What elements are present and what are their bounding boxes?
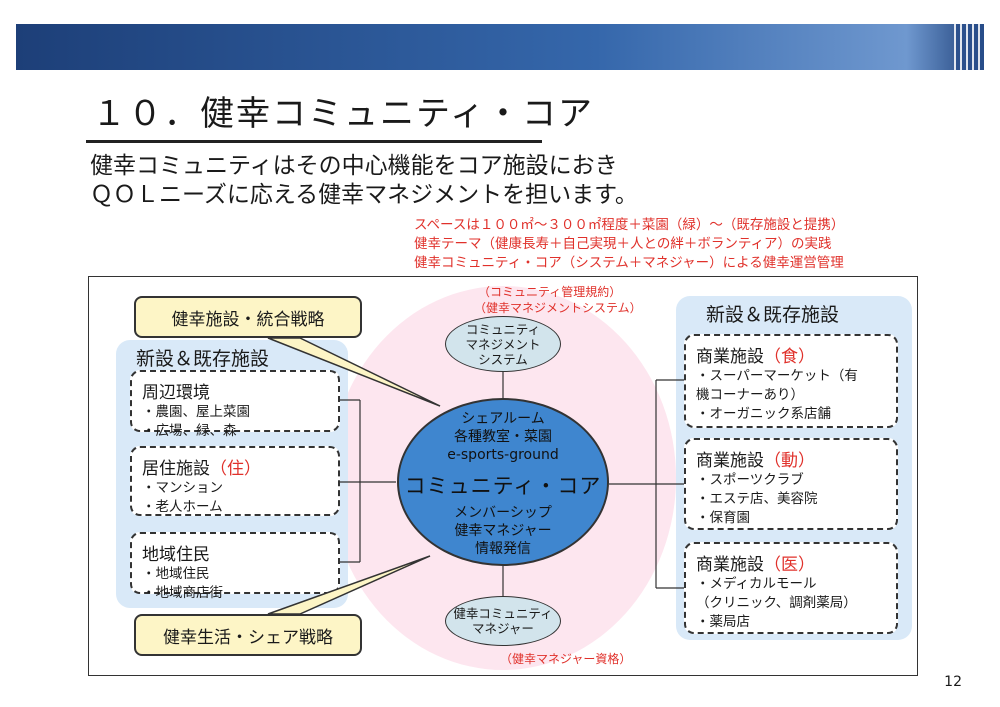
box-tag: （食） (764, 347, 815, 367)
intro-line: 健幸コミュニティはその中心機能をコア施設におき (90, 153, 618, 179)
box-item: ・マンション (142, 480, 223, 496)
right-bracket (609, 379, 684, 589)
notes: スペースは１００㎡～３００㎡程度＋菜園（緑）～（既存施設と提携） 健幸テーマ（健… (414, 216, 844, 273)
note-line: スペースは１００㎡～３００㎡程度＋菜園（緑）～（既存施設と提携） (414, 217, 845, 233)
box-item: ・エステ店、美容院 (696, 491, 818, 507)
box-title: 周辺環境 (142, 383, 210, 403)
box-title: 居住施設 (142, 459, 210, 479)
ellipse-line: 健幸コミュニティ (453, 606, 553, 621)
box-item: ・地域商店街 (142, 585, 223, 601)
note-line: 健幸コミュニティ・コア（システム＋マネジャー）による健幸運営管理 (414, 255, 844, 271)
box-tag: （医） (764, 555, 815, 575)
callout-pointer-bottom (267, 555, 431, 615)
core-line: e-sports-ground (447, 447, 559, 463)
left-bracket (340, 399, 396, 563)
commercial-box-food: 商業施設（食） ・スーパーマーケット（有 機コーナーあり） ・オーガニック系店舗 (684, 334, 898, 428)
box-item: ・薬局店 (696, 614, 750, 630)
box-title: 商業施設 (696, 555, 764, 575)
box-item: ・オーガニック系店舗 (696, 406, 831, 422)
management-system-ellipse: コミュニティ マネジメント システム (445, 316, 561, 372)
box-item: ・老人ホーム (142, 499, 223, 515)
top-label-system: （健幸マネジメントシステム） (474, 301, 642, 315)
box-item: ・広場、緑、森 (142, 423, 237, 439)
commercial-box-activity: 商業施設（動） ・スポーツクラブ ・エステ店、美容院 ・保育園 (684, 438, 898, 530)
facility-box-residential: 居住施設（住） ・マンション ・老人ホーム (130, 446, 340, 516)
box-item: ・スーパーマーケット（有 (696, 368, 858, 384)
box-item: ・保育園 (696, 510, 750, 526)
box-item: 機コーナーあり） (696, 387, 804, 403)
core-upper-text: シェアルーム 各種教室・菜園 e-sports-ground (397, 410, 609, 464)
intro-text: 健幸コミュニティはその中心機能をコア施設におき ＱＯＬニーズに応える健幸マネジメ… (90, 152, 638, 210)
facility-box-surroundings: 周辺環境 ・農園、屋上菜園 ・広場、緑、森 (130, 370, 340, 439)
core-main-label: コミュニティ・コア (404, 474, 602, 498)
core-line: シェアルーム (461, 411, 545, 427)
box-tag: （住） (210, 459, 261, 479)
ellipse-line: マネジャー (472, 621, 534, 636)
community-core-ellipse (397, 398, 609, 566)
note-line: 健幸テーマ（健康長寿＋自己実現＋人との絆＋ボランティア）の実践 (414, 236, 832, 252)
ellipse-line: コミュニティ (465, 321, 541, 337)
core-line: 各種教室・菜園 (454, 429, 552, 445)
bottom-label-qualification: （健幸マネジャー資格） (500, 652, 632, 666)
core-line: メンバーシップ (454, 505, 552, 521)
header-banner-stripes (954, 24, 984, 70)
page-number: 12 (944, 674, 962, 690)
strategy-box-facilities: 健幸施設・統合戦略 (134, 296, 362, 338)
strategy-box-sharing: 健幸生活・シェア戦略 (134, 614, 362, 656)
title-underline (86, 140, 542, 143)
commercial-box-medical: 商業施設（医） ・メディカルモール （クリニック、調剤薬局） ・薬局店 (684, 542, 898, 634)
ellipse-line: システム (478, 351, 528, 367)
right-panel-title: 新設＆既存施設 (706, 304, 840, 326)
core-lower-text: メンバーシップ 健幸マネジャー 情報発信 (397, 504, 609, 558)
box-item: ・スポーツクラブ (696, 472, 804, 488)
ellipse-line: マネジメント (465, 336, 541, 352)
box-item: （クリニック、調剤薬局） (696, 595, 857, 611)
page-title: １０．健幸コミュニティ・コア (92, 94, 594, 134)
box-item: ・農園、屋上菜園 (142, 404, 250, 420)
top-label-rules: （コミュニティ管理規約） (478, 285, 622, 299)
box-title: 商業施設 (696, 451, 764, 471)
left-panel-title: 新設＆既存施設 (136, 348, 270, 370)
box-item: ・メディカルモール (696, 576, 817, 592)
header-banner (16, 24, 984, 70)
box-item: ・地域住民 (142, 566, 210, 582)
box-title: 商業施設 (696, 347, 764, 367)
box-tag: （動） (764, 451, 815, 471)
intro-line: ＱＯＬニーズに応える健幸マネジメントを担います。 (90, 182, 638, 208)
core-line: 健幸マネジャー (454, 523, 552, 539)
box-title: 地域住民 (142, 545, 210, 565)
community-manager-ellipse: 健幸コミュニティ マネジャー (445, 596, 561, 646)
callout-pointer-top (267, 337, 441, 407)
facility-box-residents: 地域住民 ・地域住民 ・地域商店街 (130, 532, 340, 601)
core-line: 情報発信 (475, 541, 531, 557)
